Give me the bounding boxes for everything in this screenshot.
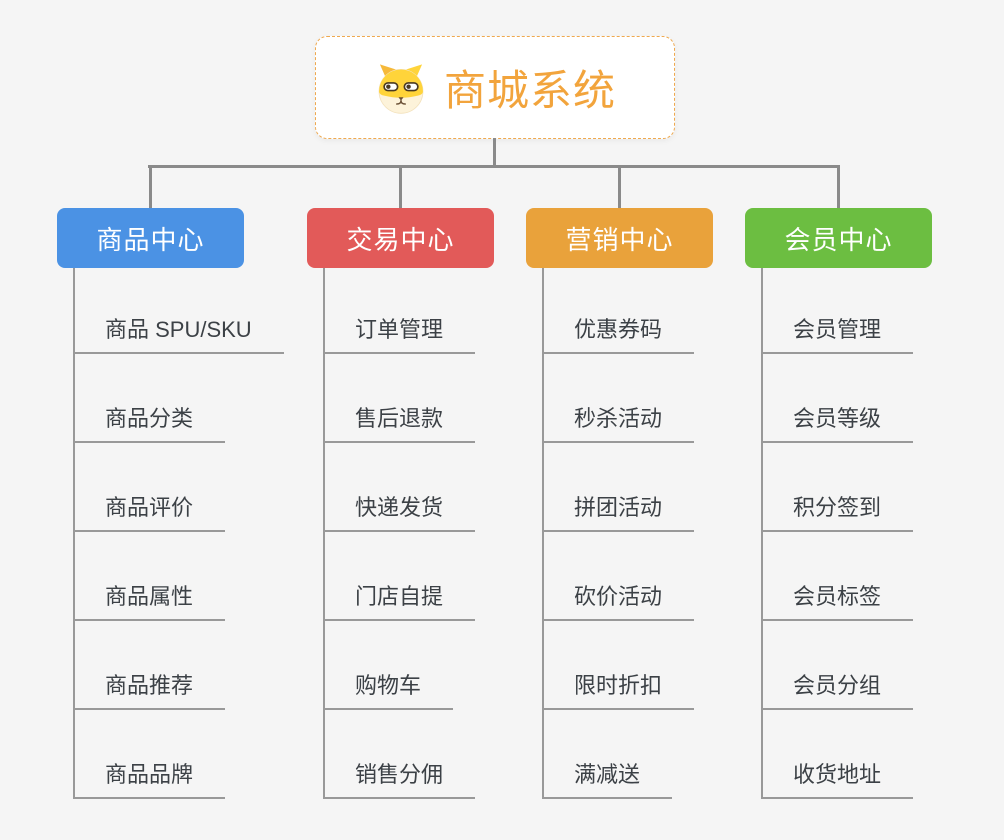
leaf-topic[interactable]: 门店自提: [323, 532, 476, 621]
leaf-topic[interactable]: 会员等级: [761, 354, 914, 443]
leaf-label: 订单管理: [355, 317, 444, 342]
leaf-label: 商品推荐: [105, 673, 194, 698]
leaf-topic[interactable]: 会员分组: [761, 621, 914, 710]
branch-label: 会员中心: [784, 224, 893, 255]
leaf-topic[interactable]: 商品推荐: [73, 621, 226, 710]
branch-drop-connector: [399, 165, 402, 208]
leaf-label: 会员管理: [793, 317, 882, 342]
root-connector-stub: [493, 138, 496, 166]
leaf-topic[interactable]: 会员管理: [761, 265, 914, 354]
leaf-topic[interactable]: 会员标签: [761, 532, 914, 621]
leaf-topic[interactable]: 积分签到: [761, 443, 914, 532]
leaf-label: 秒杀活动: [574, 406, 663, 431]
leaf-label: 拼团活动: [574, 495, 663, 520]
branch-drop-connector: [837, 165, 840, 208]
branch-1: 商品中心 商品 SPU/SKU 商品分类商品评价商品属性商品推荐商品品牌: [57, 165, 284, 808]
branch-spine-connector: [323, 268, 325, 799]
leaf-label: 购物车: [355, 673, 422, 698]
leaf-label: 收货地址: [793, 762, 882, 787]
leaf-label: 满减送: [574, 762, 641, 787]
branch-2: 交易中心 订单管理售后退款快递发货门店自提购物车销售分佣: [307, 165, 527, 808]
leaf-topic[interactable]: 商品品牌: [73, 710, 226, 799]
leaf-topic[interactable]: 售后退款: [323, 354, 476, 443]
leaf-list: 会员管理会员等级积分签到会员标签会员分组收货地址: [761, 265, 914, 799]
branch-node[interactable]: 营销中心: [526, 208, 713, 268]
leaf-label: 会员分组: [793, 673, 882, 698]
branch-node[interactable]: 会员中心: [745, 208, 932, 268]
leaf-label: 商品分类: [105, 406, 194, 431]
root-title: 商城系统: [443, 67, 616, 114]
leaf-topic[interactable]: 拼团活动: [542, 443, 695, 532]
leaf-topic[interactable]: 砍价活动: [542, 532, 695, 621]
branch-label: 商品中心: [96, 224, 205, 255]
leaf-topic[interactable]: 秒杀活动: [542, 354, 695, 443]
leaf-topic[interactable]: 商品属性: [73, 532, 226, 621]
leaf-topic[interactable]: 购物车: [323, 621, 454, 710]
branch-drop-connector: [618, 165, 621, 208]
leaf-topic[interactable]: 商品 SPU/SKU: [73, 265, 284, 354]
branch-spine-connector: [73, 268, 75, 799]
leaf-label: 会员等级: [793, 406, 882, 431]
leaf-topic[interactable]: 商品分类: [73, 354, 226, 443]
root-node[interactable]: 商城系统: [315, 36, 675, 139]
leaf-label: 商品品牌: [105, 762, 194, 787]
leaf-label: 会员标签: [793, 584, 882, 609]
leaf-label: 积分签到: [793, 495, 882, 520]
branches-connector-bar: [148, 165, 840, 168]
dog-face-icon: [378, 63, 424, 114]
leaf-topic[interactable]: 销售分佣: [323, 710, 476, 799]
leaf-label: 优惠券码: [574, 317, 663, 342]
leaf-topic[interactable]: 订单管理: [323, 265, 476, 354]
branch-node[interactable]: 交易中心: [307, 208, 494, 268]
leaf-label: 商品评价: [105, 495, 194, 520]
branch-node[interactable]: 商品中心: [57, 208, 244, 268]
branch-label: 营销中心: [565, 224, 674, 255]
leaf-list: 优惠券码秒杀活动拼团活动砍价活动限时折扣满减送: [542, 265, 695, 799]
leaf-label: 门店自提: [355, 584, 444, 609]
leaf-topic[interactable]: 商品评价: [73, 443, 226, 532]
branch-spine-connector: [761, 268, 763, 799]
leaf-topic[interactable]: 优惠券码: [542, 265, 695, 354]
leaf-label: 快递发货: [355, 495, 444, 520]
leaf-topic[interactable]: 快递发货: [323, 443, 476, 532]
leaf-label: 砍价活动: [574, 584, 663, 609]
branch-drop-connector: [149, 165, 152, 208]
branch-spine-connector: [542, 268, 544, 799]
branch-4: 会员中心 会员管理会员等级积分签到会员标签会员分组收货地址: [745, 165, 965, 808]
leaf-topic[interactable]: 满减送: [542, 710, 673, 799]
leaf-label: 商品属性: [105, 584, 194, 609]
leaf-list: 订单管理售后退款快递发货门店自提购物车销售分佣: [323, 265, 476, 799]
branch-3: 营销中心 优惠券码秒杀活动拼团活动砍价活动限时折扣满减送: [526, 165, 746, 808]
leaf-topic[interactable]: 限时折扣: [542, 621, 695, 710]
branch-label: 交易中心: [346, 224, 455, 255]
leaf-label: 销售分佣: [355, 762, 444, 787]
leaf-label: 售后退款: [355, 406, 444, 431]
leaf-label: 限时折扣: [574, 673, 663, 698]
leaf-topic[interactable]: 收货地址: [761, 710, 914, 799]
leaf-label: 商品 SPU/SKU: [105, 317, 252, 342]
leaf-list: 商品 SPU/SKU 商品分类商品评价商品属性商品推荐商品品牌: [73, 265, 284, 799]
